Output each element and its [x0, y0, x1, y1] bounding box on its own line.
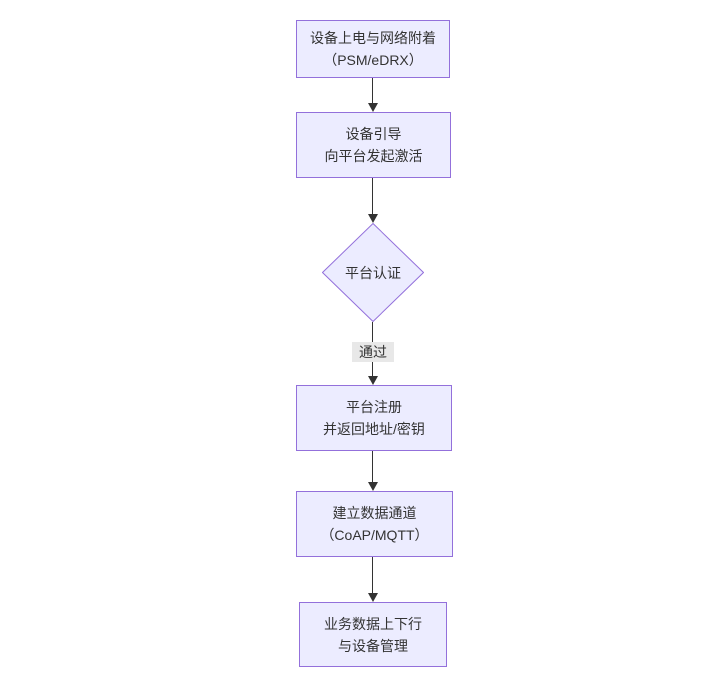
node-power-attach-line1: 设备上电与网络附着 [310, 30, 436, 46]
edge-label-pass: 通过 [352, 342, 394, 362]
arrowhead-down-icon [368, 376, 378, 385]
edge-line [372, 557, 373, 593]
node-power-attach: 设备上电与网络附着 （PSM/eDRX） [296, 20, 450, 78]
edge-line [372, 451, 373, 482]
node-auth-label: 平台认证 [345, 264, 401, 281]
edge-line [372, 78, 373, 103]
node-business: 业务数据上下行 与设备管理 [299, 602, 447, 667]
node-auth-decision: 平台认证 [322, 223, 424, 322]
edge-line [372, 178, 373, 214]
node-business-line1: 业务数据上下行 [324, 615, 422, 632]
node-channel-line1: 建立数据通道 [332, 505, 417, 521]
node-channel: 建立数据通道 （CoAP/MQTT） [296, 491, 453, 557]
node-register-line2: 并返回地址/密钥 [323, 421, 425, 437]
arrowhead-down-icon [368, 103, 378, 112]
node-power-attach-line2: （PSM/eDRX） [323, 52, 423, 68]
arrowhead-down-icon [368, 214, 378, 223]
node-channel-line2: （CoAP/MQTT） [320, 527, 429, 543]
node-register-line1: 平台注册 [346, 399, 402, 415]
diamond-shape [322, 223, 424, 322]
node-bootstrap-line1: 设备引导 [345, 126, 402, 142]
arrowhead-down-icon [368, 593, 378, 602]
node-business-line2: 与设备管理 [338, 637, 408, 654]
node-register: 平台注册 并返回地址/密钥 [296, 385, 452, 451]
node-bootstrap: 设备引导 向平台发起激活 [296, 112, 451, 178]
node-bootstrap-line2: 向平台发起激活 [324, 148, 423, 164]
arrowhead-down-icon [368, 482, 378, 491]
